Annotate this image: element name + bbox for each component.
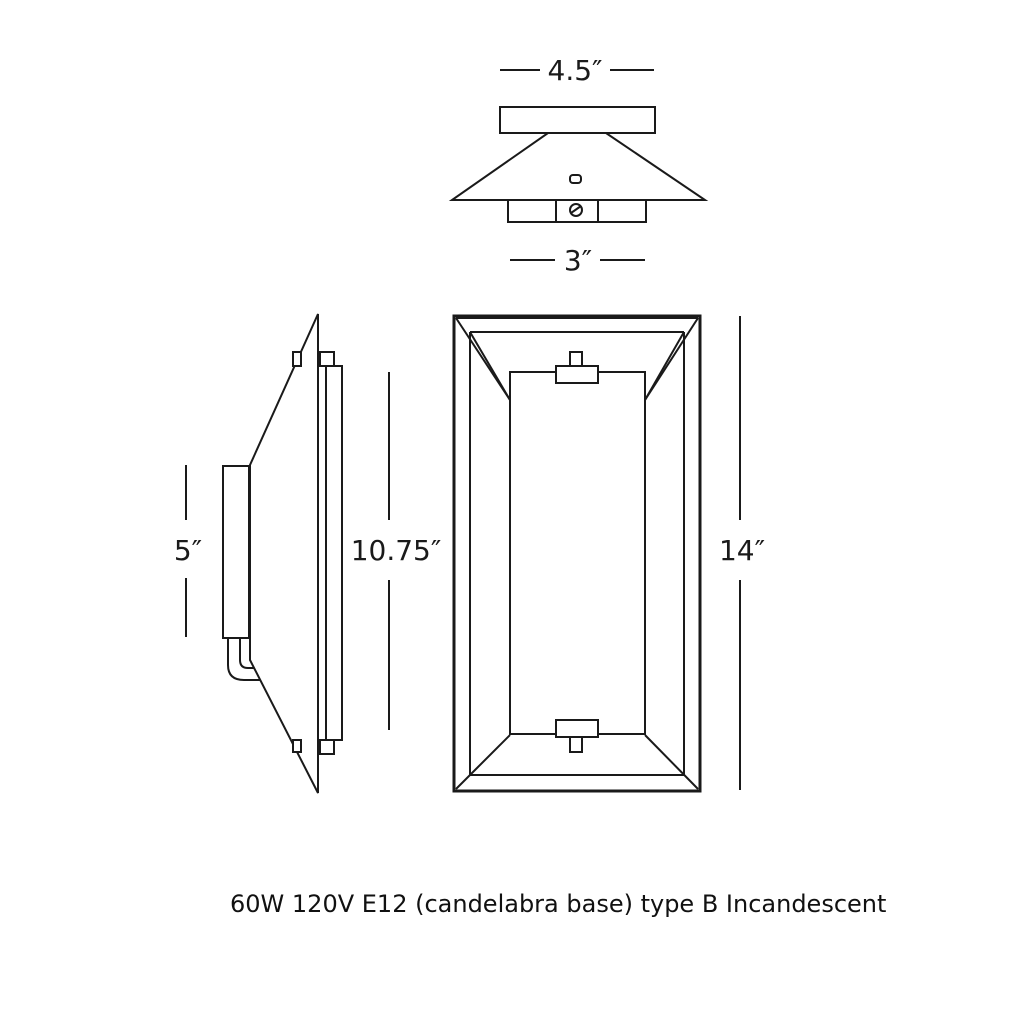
top-mounting-plate [499,106,656,134]
side-lamp-body [317,365,343,741]
front-bottom-bracket [555,719,599,738]
front-glass-panel [509,371,646,735]
side-top-clip-back [292,351,302,367]
side-view: 5″ 10.75″ [174,313,442,794]
bulb-specification: 60W 120V E12 (candelabra base) type B In… [230,890,887,918]
top-width-label: 4.5″ [548,54,603,87]
top-shade [448,132,709,201]
side-top-clip [319,351,335,367]
side-shade [249,313,319,794]
side-arm [227,638,262,681]
top-view: 4.5″ 3″ [448,54,709,277]
front-top-bracket [555,365,599,384]
front-frame [452,314,702,793]
side-height-label: 10.75″ [351,534,442,567]
front-view: 14″ [452,314,765,793]
front-bottom-post [569,736,583,753]
front-top-post [569,351,583,367]
bottom-width-label: 3″ [564,244,592,277]
side-bottom-clip [319,739,335,755]
side-bottom-clip-back [292,739,302,753]
top-slot [569,174,582,184]
front-height-label: 14″ [719,534,765,567]
side-backplate [222,465,250,639]
backplate-height-label: 5″ [174,534,202,567]
